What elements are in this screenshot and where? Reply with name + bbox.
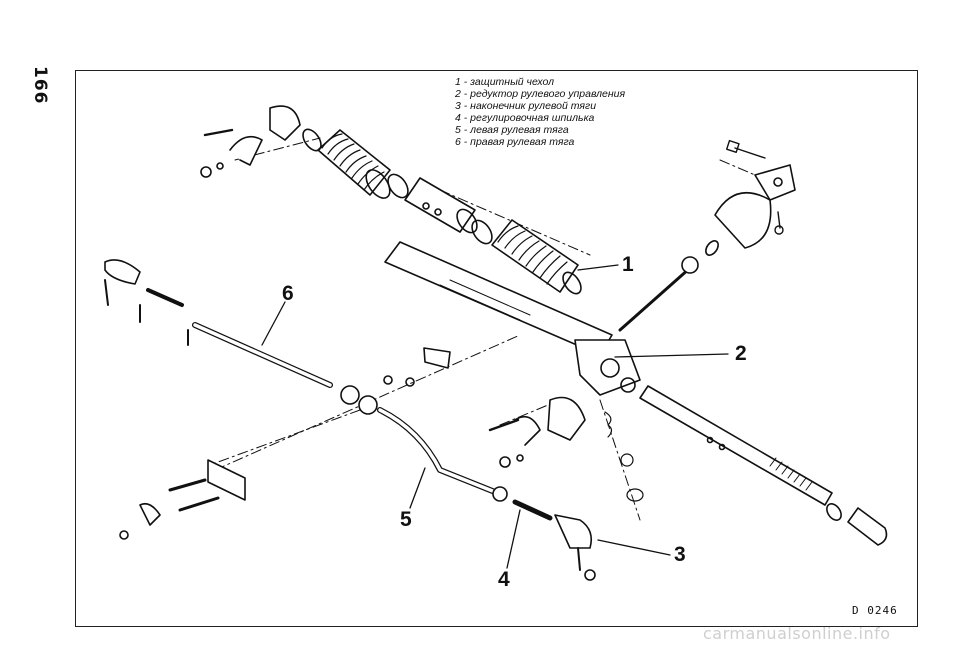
legend-item: 2 - редуктор рулевого управления: [455, 88, 626, 100]
callout-1: 1: [622, 253, 634, 276]
tie-rod-end-right: [104, 259, 189, 346]
pinion-shaft: [618, 164, 796, 332]
clamp-ring: [387, 173, 409, 199]
mounting-plate: [119, 347, 451, 540]
protective-boot-upper: [317, 129, 391, 199]
callout-3: 3: [674, 543, 686, 566]
clamp-ring: [471, 219, 493, 245]
legend-item: 5 - левая рулевая тяга: [455, 124, 569, 136]
bolt: [725, 139, 784, 235]
figure-frame: [75, 70, 918, 627]
leader-lines: [261, 264, 729, 569]
tie-rod-right: [192, 322, 360, 405]
callout-6: 6: [282, 282, 294, 305]
legend-item: 3 - наконечник рулевой тяги: [455, 100, 597, 112]
callout-2: 2: [735, 342, 747, 365]
parts-legend: 1 - защитный чехол 2 - редуктор рулевого…: [455, 76, 625, 148]
rack-sleeve: [404, 177, 478, 234]
clamp-ring: [302, 128, 322, 152]
mounting-clamp-upper: [200, 105, 301, 178]
rack-bar: [639, 385, 833, 506]
adjusting-stud: [512, 499, 553, 521]
protective-boot-1: [491, 219, 582, 295]
lower-clamp: [488, 396, 586, 468]
rack-end-cap: [847, 507, 888, 546]
rack-end-seal: [826, 503, 842, 521]
adjuster-spring: [604, 411, 644, 502]
callout-4: 4: [498, 568, 510, 591]
watermark: carmanualsonline.info: [703, 624, 891, 643]
legend-item: 6 - правая рулевая тяга: [455, 136, 575, 148]
drawing-code: D 0246: [852, 604, 898, 617]
callout-5: 5: [400, 508, 412, 531]
tie-rod-left: [358, 395, 508, 502]
legend-item: 4 - регулировочная шпилька: [455, 112, 595, 124]
tie-rod-end-left: [554, 514, 596, 581]
legend-item: 1 - защитный чехол: [455, 76, 555, 88]
steering-gear-housing: [384, 241, 641, 396]
